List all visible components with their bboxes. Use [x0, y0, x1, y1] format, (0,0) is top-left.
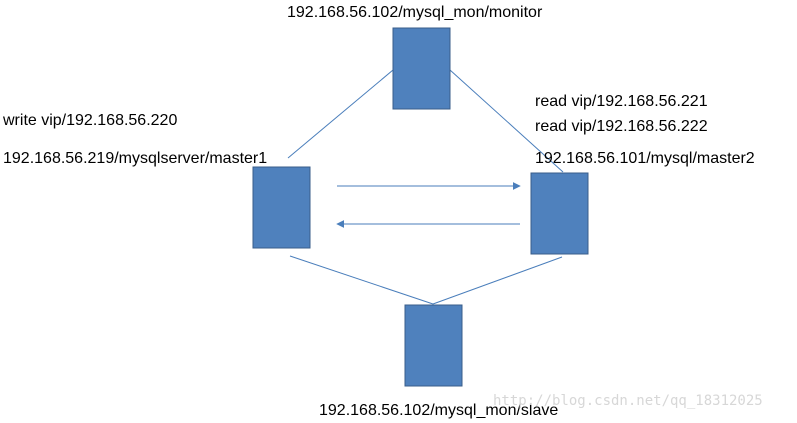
master2-read-vip-label-1: read vip/192.168.56.221 [535, 93, 708, 110]
master2-read-vip-label-2: read vip/192.168.56.222 [535, 118, 708, 135]
link-master2-slave [432, 256, 563, 305]
slave-label: 192.168.56.102/mysql_mon/slave [319, 402, 559, 419]
master1-write-vip-label: write vip/192.168.56.220 [3, 112, 178, 129]
link-master1-slave [289, 255, 434, 305]
master2-label: 192.168.56.101/mysql/master2 [535, 150, 755, 167]
master2-server-box [530, 172, 589, 255]
slave-server-box [404, 304, 463, 387]
link-monitor-master2 [449, 69, 564, 173]
master1-label: 192.168.56.219/mysqlserver/master1 [3, 150, 268, 167]
link-master1-monitor [287, 69, 394, 159]
monitor-server-box [392, 27, 451, 110]
master1-server-box [252, 166, 311, 249]
monitor-label: 192.168.56.102/mysql_mon/monitor [287, 4, 543, 21]
watermark-text: http://blog.csdn.net/qq_18312025 [493, 393, 763, 409]
